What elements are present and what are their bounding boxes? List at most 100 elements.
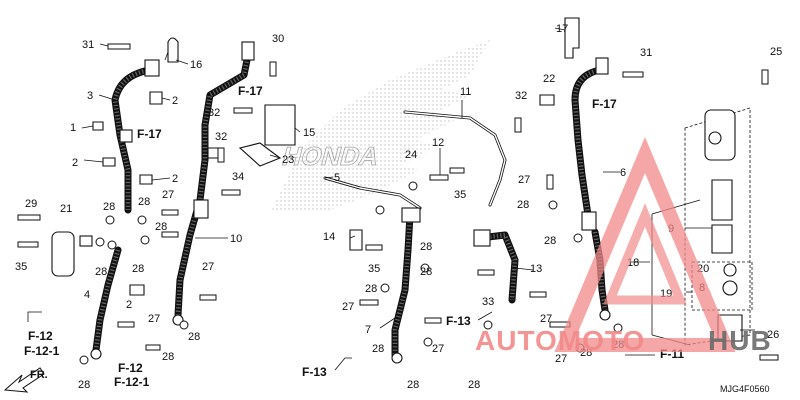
automotohub-watermark: AUTOMOTO HUB	[475, 136, 772, 356]
callout-27: 27	[342, 301, 354, 313]
callout-28: 28	[78, 379, 90, 391]
callout-4: 4	[84, 289, 90, 301]
hose-fitting	[241, 41, 255, 61]
callout-30: 30	[272, 33, 284, 45]
hose-joint	[581, 211, 597, 231]
callout-10: 10	[230, 233, 242, 245]
callout-2: 2	[172, 95, 178, 107]
hose-6	[571, 66, 604, 219]
callout-28: 28	[544, 235, 556, 247]
callout-32: 32	[515, 90, 527, 102]
callout-28: 28	[95, 266, 107, 278]
ref-f13: F-13	[302, 365, 327, 379]
direction-label: FR.	[30, 369, 48, 381]
callout-15: 15	[303, 127, 315, 139]
callout-27: 27	[432, 343, 444, 355]
ref-f17: F-17	[137, 127, 162, 141]
hose-7	[391, 211, 414, 359]
hose-13	[476, 231, 519, 304]
callout-28: 28	[365, 283, 377, 295]
reference-markers: F-17 F-17 F-17 F-12 F-12-1 F-12 F-12-1 F…	[24, 84, 684, 389]
callout-26: 26	[767, 329, 779, 341]
diagram-code: MJG4F0560	[720, 384, 770, 394]
ref-f17: F-17	[592, 97, 617, 111]
callout-25: 25	[770, 46, 782, 58]
ref-f12: F-12	[118, 361, 143, 375]
parts-center	[349, 167, 571, 347]
watermark-triangle	[554, 136, 736, 352]
callout-6: 6	[620, 167, 626, 179]
callout-21: 21	[60, 203, 72, 215]
hose-joint	[193, 199, 209, 219]
callout-7: 7	[365, 324, 371, 336]
callout-32: 32	[215, 131, 227, 143]
banjo-fitting	[90, 348, 102, 360]
callout-13: 13	[530, 263, 542, 275]
hose-fitting	[144, 59, 160, 77]
pipe-5	[323, 176, 422, 210]
callout-28: 28	[468, 379, 480, 391]
callout-27: 27	[162, 189, 174, 201]
clip-parts-left	[51, 37, 296, 296]
callout-28: 28	[132, 263, 144, 275]
caliper-assembly	[684, 107, 753, 346]
ref-f13: F-13	[446, 314, 471, 328]
callout-28: 28	[188, 331, 200, 343]
callout-1: 1	[70, 122, 76, 134]
ref-f12: F-12	[28, 329, 53, 343]
callout-33: 33	[482, 296, 494, 308]
callout-2: 2	[172, 173, 178, 185]
callout-35: 35	[15, 261, 27, 273]
callout-31: 31	[82, 39, 94, 51]
callout-17: 17	[556, 23, 568, 35]
hose-10	[174, 51, 252, 319]
hose-4	[92, 246, 122, 354]
callout-5: 5	[334, 172, 340, 184]
callout-28: 28	[162, 351, 174, 363]
callout-23: 23	[282, 154, 294, 166]
callout-29: 29	[25, 198, 37, 210]
callout-35: 35	[368, 263, 380, 275]
honda-wing-logo: HONDA	[272, 40, 490, 210]
callout-28: 28	[372, 343, 384, 355]
ref-f12-1: F-12-1	[114, 375, 150, 389]
callout-28: 28	[103, 201, 115, 213]
callout-34: 34	[232, 171, 244, 183]
hose-joint	[119, 129, 133, 143]
callout-27: 27	[555, 353, 567, 365]
pipe-joint	[401, 207, 421, 223]
callout-12: 12	[432, 137, 444, 149]
ref-f17: F-17	[238, 84, 263, 98]
callout-28: 28	[420, 241, 432, 253]
callout-28: 28	[155, 221, 167, 233]
pipe-joint	[473, 229, 491, 247]
ref-f12-1: F-12-1	[24, 344, 60, 358]
pipe-11	[403, 110, 507, 207]
callout-28: 28	[407, 379, 419, 391]
hose-fitting	[595, 57, 609, 75]
callout-27: 27	[518, 174, 530, 186]
callout-27: 27	[148, 313, 160, 325]
callout-14: 14	[323, 231, 335, 243]
banjo-fitting	[599, 309, 611, 321]
callout-35: 35	[454, 189, 466, 201]
callout-3: 3	[87, 90, 93, 102]
callout-2: 2	[126, 299, 132, 311]
callout-31: 31	[640, 47, 652, 59]
callout-16: 16	[190, 59, 202, 71]
callout-2: 2	[72, 157, 78, 169]
bolts-left	[17, 43, 277, 365]
callout-28: 28	[517, 199, 529, 211]
callout-28: 28	[138, 196, 150, 208]
callout-27: 27	[540, 313, 552, 325]
callout-32: 32	[208, 107, 220, 119]
callout-11: 11	[460, 86, 471, 98]
watermark-brand: AUTOMOTO	[475, 325, 645, 356]
svg-text:HONDA: HONDA	[279, 141, 382, 170]
watermark-suffix: HUB	[708, 325, 772, 356]
parts-right	[514, 17, 779, 361]
callout-28: 28	[420, 266, 432, 278]
callout-22: 22	[543, 73, 555, 85]
